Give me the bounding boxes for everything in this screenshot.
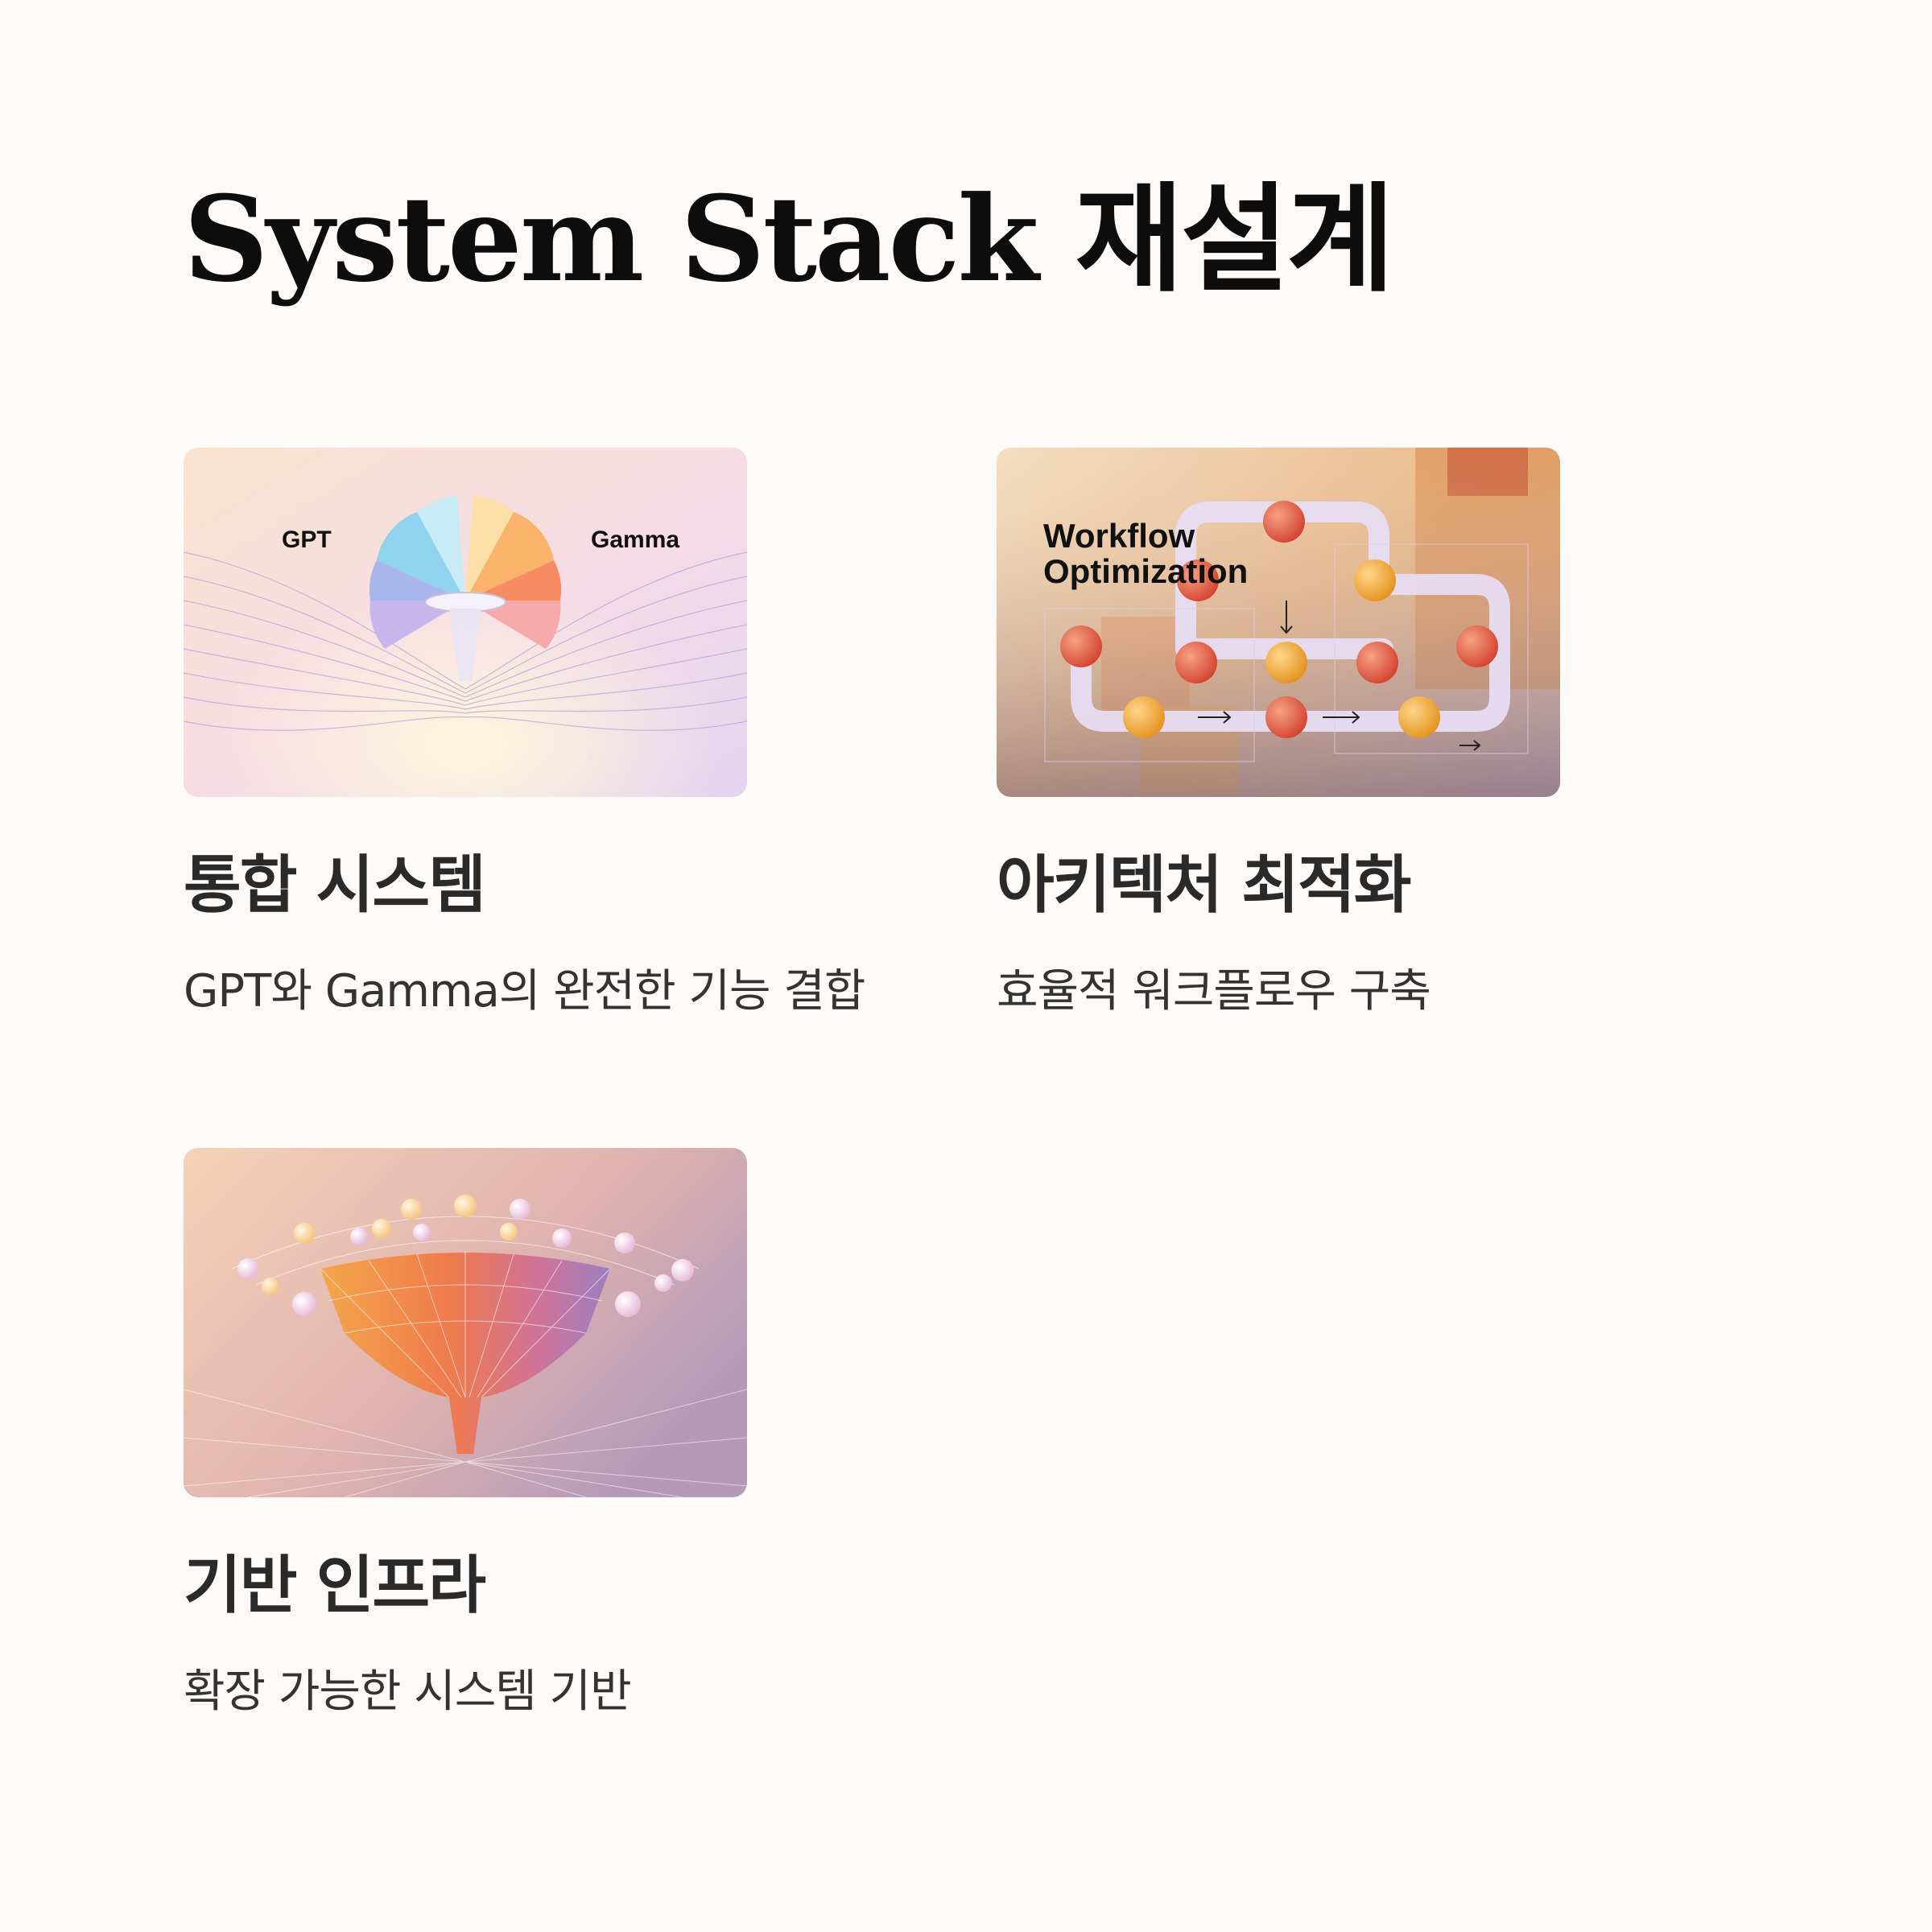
card-base-infrastructure: 기반 인프라 확장 가능한 시스템 기반 [184, 1148, 747, 1719]
card-image-gpt-gamma: GPT Gamma [184, 448, 747, 797]
infrastructure-illustration [184, 1148, 747, 1497]
workflow-illustration [997, 448, 1560, 797]
card-title: 아키텍처 최적화 [997, 849, 1411, 922]
card-image-infrastructure [184, 1148, 747, 1497]
card-integrated-system: GPT Gamma 통합 시스템 GPT와 Gamma의 완전한 기능 결합 [184, 448, 865, 1018]
card-architecture-optimization: Workflow Optimization 아키텍처 최적화 효율적 워크플로우… [997, 448, 1560, 1018]
workflow-heading-line1: Workflow [1043, 517, 1195, 555]
gpt-label: GPT [282, 526, 332, 553]
gpt-gamma-illustration [184, 448, 747, 797]
card-description: 확장 가능한 시스템 기반 [184, 1665, 632, 1718]
card-description: 효율적 워크플로우 구축 [997, 964, 1431, 1018]
card-title: 기반 인프라 [184, 1550, 486, 1622]
page-title: System Stack 재설계 [184, 171, 1394, 308]
card-description: GPT와 Gamma의 완전한 기능 결합 [184, 964, 865, 1018]
workflow-heading-line2: Optimization [1043, 552, 1249, 590]
card-image-workflow: Workflow Optimization [997, 448, 1560, 797]
card-title: 통합 시스템 [184, 849, 486, 922]
gamma-label: Gamma [591, 526, 680, 553]
